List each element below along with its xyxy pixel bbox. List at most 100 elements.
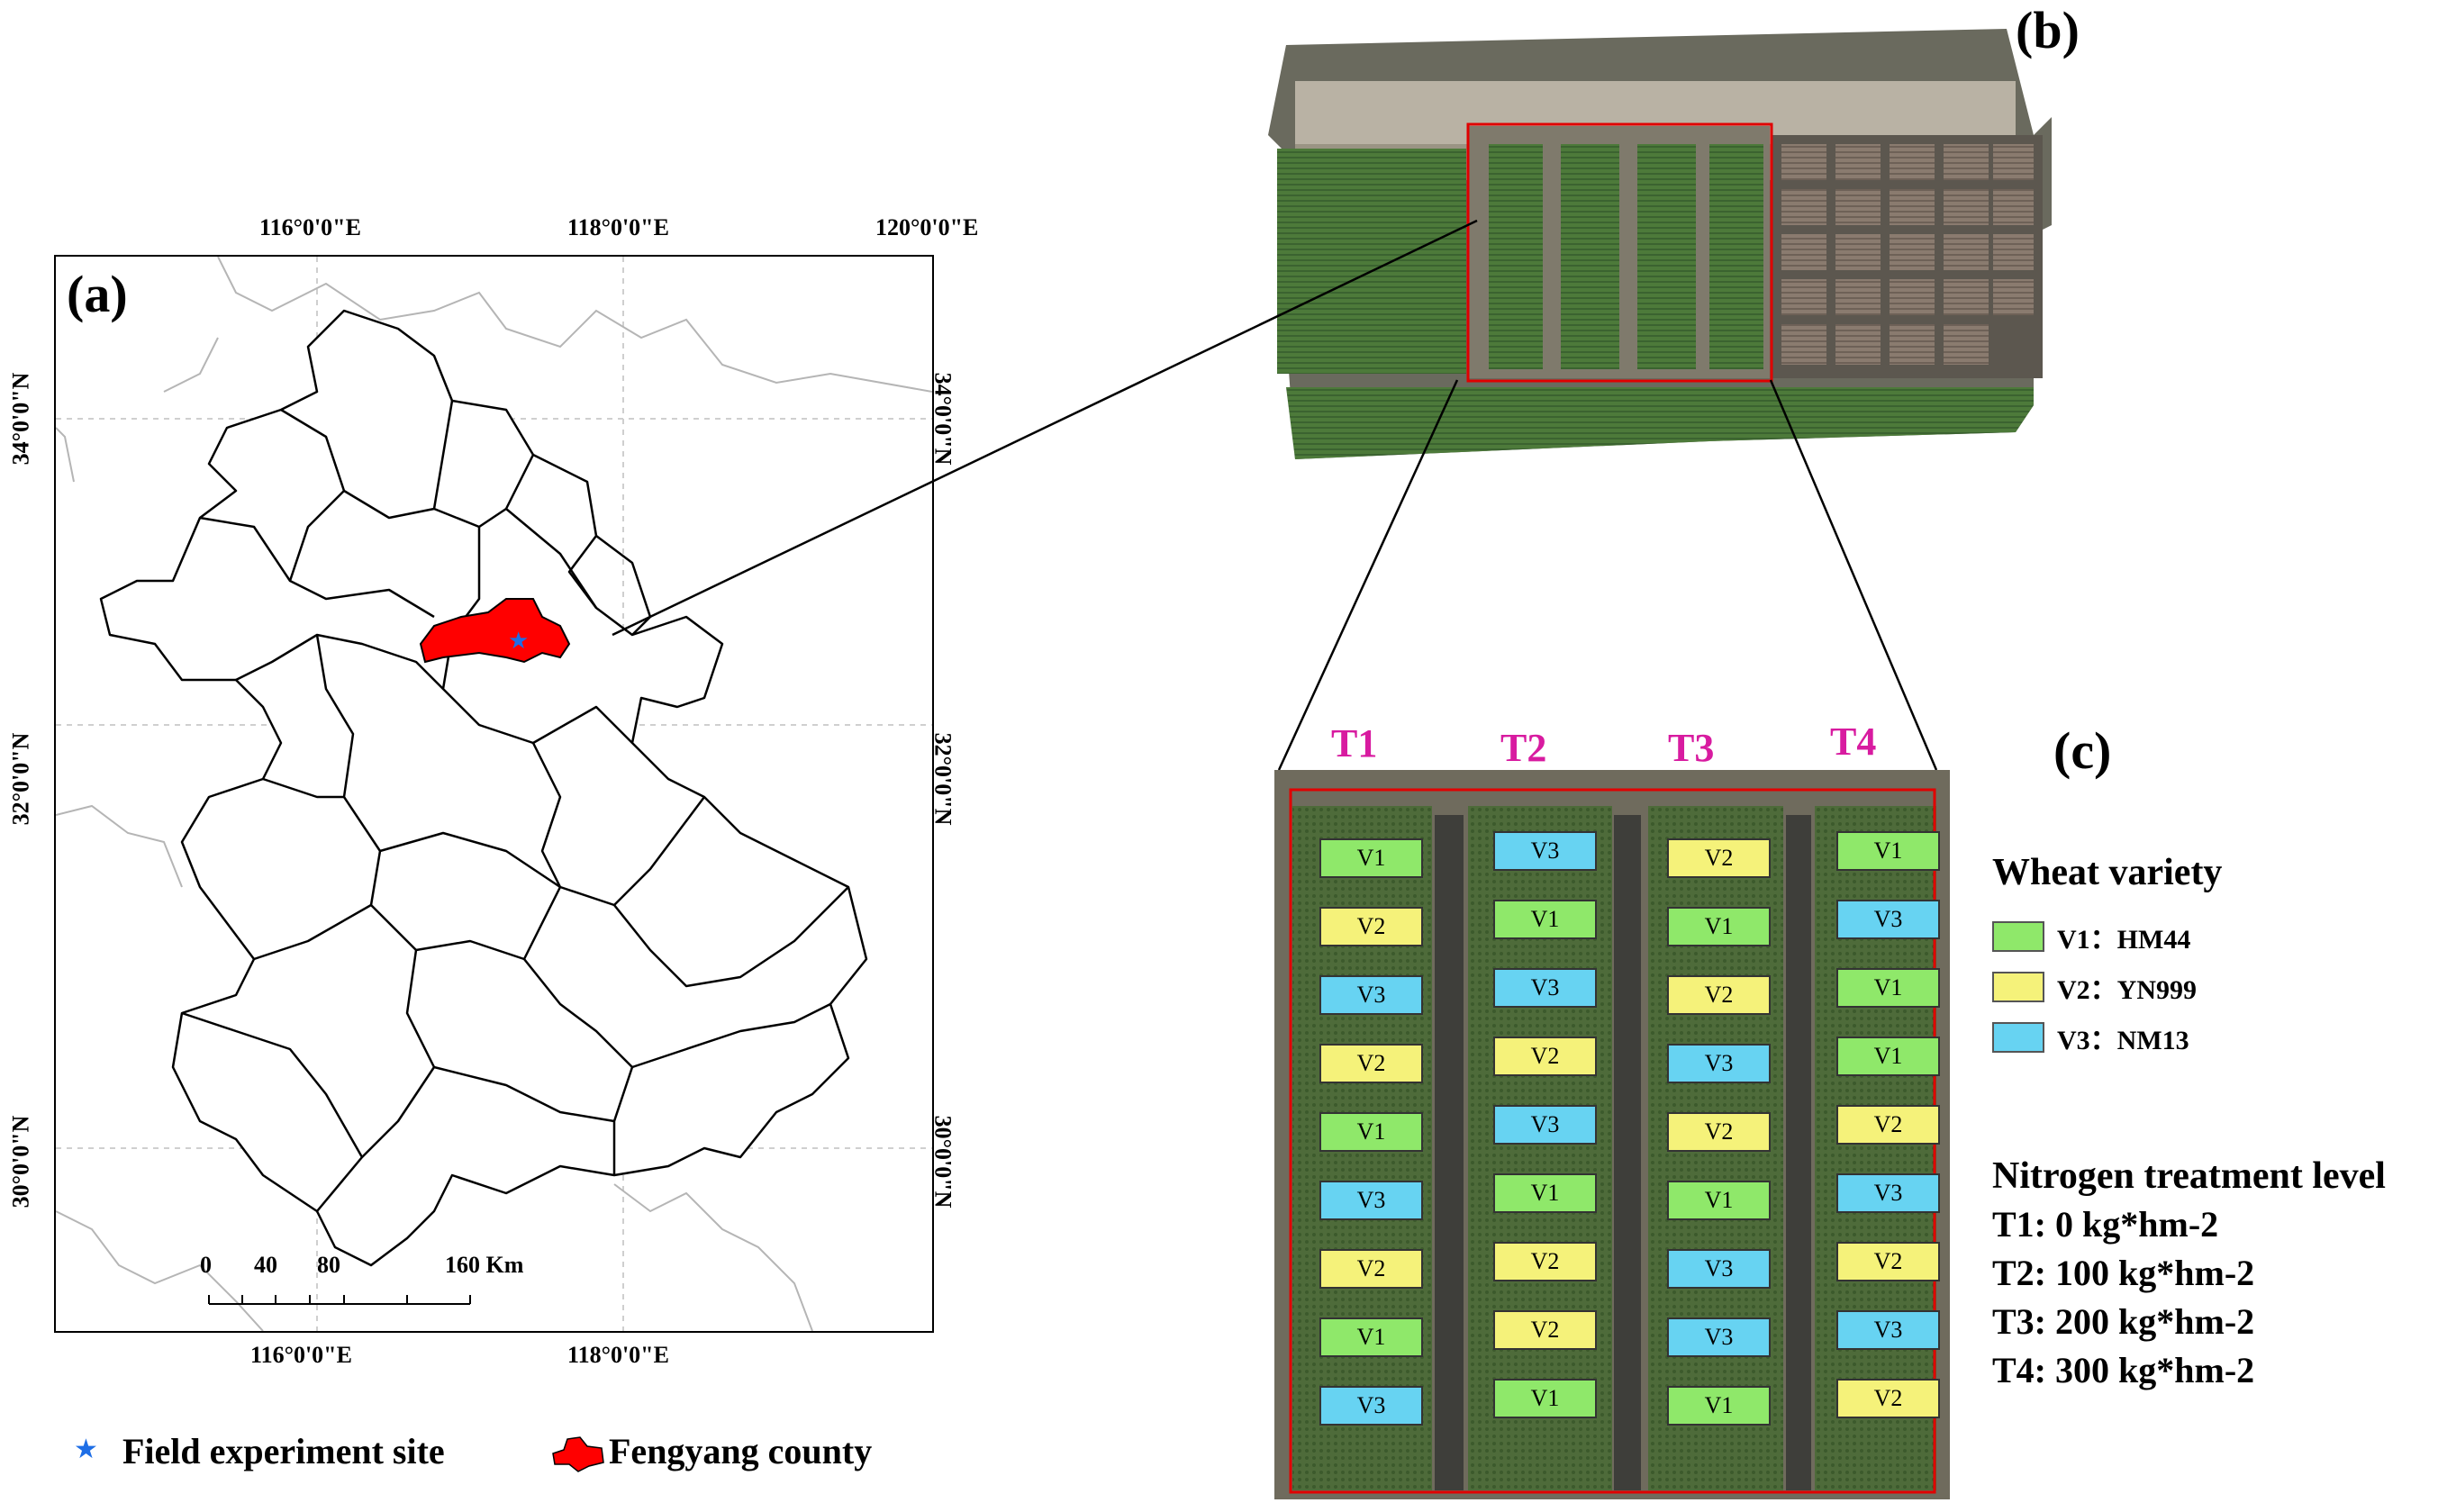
plot-cell: V3	[1319, 975, 1423, 1015]
plot-cell: V3	[1667, 1044, 1771, 1083]
plot-cell: V1	[1667, 1181, 1771, 1220]
left-tick: 32°0'0"N	[7, 732, 34, 826]
field-site-star: ★	[508, 628, 529, 655]
legend-v2: V2：YN999	[1992, 967, 2197, 1007]
county-border	[199, 516, 435, 619]
scale-label: 40	[254, 1252, 277, 1278]
legend-v2-swatch	[1992, 972, 2044, 1002]
plot-cell: V1	[1836, 1037, 1940, 1076]
plot-cell: V2	[1836, 1379, 1940, 1418]
county-border	[262, 777, 344, 799]
treatment-header-t4: T4	[1830, 720, 1877, 764]
treatment-header-t1: T1	[1331, 721, 1378, 765]
plot-cell: V2	[1319, 1044, 1423, 1083]
nitrogen-item-t1: T1: 0 kg*hm-2	[1992, 1204, 2219, 1245]
legend-county-icon	[552, 1436, 604, 1472]
variety-legend: V1：HM44 V2：YN999 V3：NM13	[1992, 917, 2197, 1057]
plot-cell: V1	[1836, 831, 1940, 871]
plot-cell: V2	[1836, 1105, 1940, 1145]
legend-v3-label: V3：NM13	[2057, 1026, 2189, 1055]
county-border	[379, 831, 561, 889]
plot-cell: V3	[1493, 831, 1597, 871]
plot-cell: V1	[1319, 1317, 1423, 1357]
panel-label-b: (b)	[2016, 1, 2080, 59]
panel-label-a: (a)	[67, 265, 128, 323]
province-border	[56, 1210, 264, 1331]
scale-label: 0	[200, 1252, 212, 1278]
county-border	[288, 490, 345, 582]
county-border	[505, 508, 598, 609]
treatment-header-t2: T2	[1500, 726, 1547, 770]
left-tick: 30°0'0"N	[7, 1115, 34, 1209]
nitrogen-item-t3: T3: 200 kg*hm-2	[1992, 1301, 2255, 1342]
variety-legend-title: Wheat variety	[1992, 852, 2223, 893]
plot-cell: V3	[1319, 1386, 1423, 1426]
plot-cell: V2	[1667, 838, 1771, 878]
top-tick: 116°0'0"E	[259, 214, 361, 240]
treatment-header-t3: T3	[1668, 726, 1715, 770]
legend-v3: V3：NM13	[1992, 1018, 2197, 1057]
plot-cell: V3	[1493, 1105, 1597, 1145]
bottom-tick: 118°0'0"E	[567, 1342, 669, 1368]
right-tick: 30°0'0"N	[929, 1115, 956, 1209]
plot-cell: V1	[1319, 1112, 1423, 1152]
plot-cell: V1	[1493, 900, 1597, 939]
panel-label-c: (c)	[2053, 721, 2112, 780]
county-border	[235, 633, 444, 690]
nitrogen-item-t2: T2: 100 kg*hm-2	[1992, 1253, 2255, 1293]
map-panel: ★ 0 40 80 160 Km (a)	[54, 255, 934, 1333]
plot-cell: V3	[1836, 1310, 1940, 1350]
bottom-tick: 116°0'0"E	[250, 1342, 352, 1368]
plot-cell: V1	[1836, 968, 1940, 1008]
province-border	[613, 1183, 813, 1331]
plot-cell: V1	[1493, 1379, 1597, 1418]
plot-cell: V2	[1667, 1112, 1771, 1152]
plot-cell: V3	[1493, 968, 1597, 1008]
plot-cell: V3	[1319, 1181, 1423, 1220]
fengyang-county	[419, 598, 571, 664]
nitrogen-legend-title: Nitrogen treatment level	[1992, 1155, 2386, 1197]
plot-cell: V2	[1836, 1242, 1940, 1281]
right-tick: 34°0'0"N	[929, 372, 956, 466]
legend-site-icon: ★	[74, 1434, 98, 1465]
plot-cell: V2	[1493, 1310, 1597, 1350]
legend-v2-label: V2：YN999	[2057, 975, 2197, 1005]
right-tick: 32°0'0"N	[929, 732, 956, 826]
county-border	[316, 949, 436, 1212]
county-border	[432, 400, 454, 510]
plot-cell: V3	[1836, 1173, 1940, 1213]
plot-cell: V3	[1667, 1249, 1771, 1289]
plot-cell: V2	[1667, 975, 1771, 1015]
legend-v1-swatch	[1992, 921, 2044, 952]
plot-cell: V2	[1319, 1249, 1423, 1289]
county-border	[181, 1011, 364, 1158]
plot-cell: V3	[1836, 900, 1940, 939]
scale-label: 80	[317, 1252, 340, 1278]
aerial-image	[1268, 29, 2052, 459]
county-border	[523, 958, 634, 1175]
map-svg: ★	[56, 257, 932, 1331]
legend-county-label: Fengyang county	[609, 1431, 873, 1471]
plot-cell: V1	[1493, 1173, 1597, 1213]
legend-v1: V1：HM44	[1992, 917, 2197, 956]
plot-cell: V1	[1667, 907, 1771, 946]
county-border	[315, 634, 382, 906]
legend-v3-swatch	[1992, 1022, 2044, 1053]
legend-v1-label: V1：HM44	[2057, 925, 2191, 955]
county-border	[441, 527, 633, 745]
left-tick: 34°0'0"N	[7, 372, 34, 466]
county-border	[613, 886, 849, 988]
plot-cell: V2	[1493, 1037, 1597, 1076]
top-tick: 118°0'0"E	[567, 214, 669, 240]
nitrogen-item-t4: T4: 300 kg*hm-2	[1992, 1350, 2255, 1390]
plot-cell: V1	[1667, 1386, 1771, 1426]
legend-site-label: Field experiment site	[122, 1431, 445, 1471]
county-border	[433, 1065, 615, 1123]
province-border	[56, 804, 183, 888]
province-border	[163, 337, 219, 393]
province-border	[56, 427, 75, 483]
plot-cell: V1	[1319, 838, 1423, 878]
county-border	[280, 408, 535, 529]
plot-cell: V2	[1319, 907, 1423, 946]
